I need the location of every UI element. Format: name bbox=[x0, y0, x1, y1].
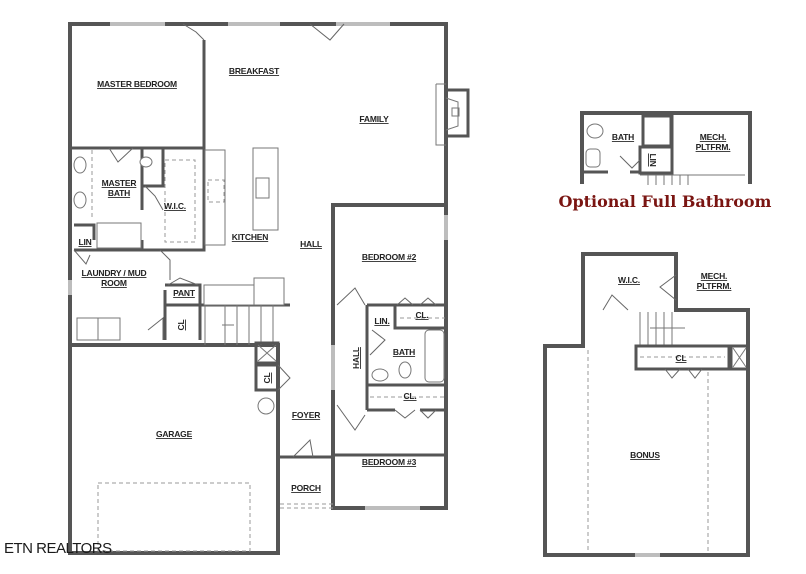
upper-stairs bbox=[639, 312, 685, 345]
label-laundry-2: ROOM bbox=[101, 278, 127, 288]
label-optional-lin: LIN bbox=[648, 153, 658, 166]
label-optional-mech-1: MECH. bbox=[700, 132, 726, 142]
kitchen-island bbox=[252, 147, 279, 231]
label-master-bedroom: MASTER BEDROOM bbox=[97, 79, 177, 89]
label-bedroom-3: BEDROOM #3 bbox=[362, 457, 417, 467]
fireplace bbox=[444, 88, 470, 138]
upper-floor-plan: W.I.C. MECH. PLTFRM. CL BONUS bbox=[543, 252, 750, 557]
label-master-bath-1: MASTER bbox=[102, 178, 137, 188]
label-pantry: PANT bbox=[173, 288, 196, 298]
bathtub bbox=[424, 329, 445, 383]
label-hall: HALL bbox=[300, 239, 322, 249]
label-linen-2: LIN. bbox=[374, 316, 389, 326]
label-foyer: FOYER bbox=[292, 410, 320, 420]
label-optional-bath: BATH bbox=[612, 132, 634, 142]
optional-bathroom-title: Optional Full Bathroom bbox=[559, 192, 772, 211]
stairs bbox=[204, 305, 274, 345]
label-bonus: BONUS bbox=[630, 450, 660, 460]
label-upper-wic: W.I.C. bbox=[618, 275, 640, 285]
label-garage: GARAGE bbox=[156, 429, 193, 439]
optional-bathroom-plan: BATH LIN MECH. PLTFRM. Optional Full Bat… bbox=[559, 111, 772, 211]
main-floor: MASTER BEDROOM BREAKFAST FAMILY MASTER B… bbox=[68, 22, 470, 555]
watermark: ETN REALTORS bbox=[4, 540, 112, 557]
water-heater bbox=[257, 397, 275, 415]
label-master-bath-2: BATH bbox=[108, 188, 130, 198]
label-upper-mech-1: MECH. bbox=[701, 271, 727, 281]
label-lin: LIN bbox=[78, 237, 91, 247]
label-closet-bed3: CL. bbox=[403, 391, 416, 401]
label-closet-bed2: CL. bbox=[415, 310, 428, 320]
label-closet-foyer: CL bbox=[262, 373, 272, 384]
main-outer-wall bbox=[68, 22, 448, 510]
label-family: FAMILY bbox=[359, 114, 389, 124]
label-kitchen: KITCHEN bbox=[232, 232, 268, 242]
label-breakfast: BREAKFAST bbox=[229, 66, 280, 76]
kitchen-counter bbox=[204, 149, 226, 246]
label-porch: PORCH bbox=[291, 483, 321, 493]
label-optional-mech-2: PLTFRM. bbox=[696, 142, 731, 152]
label-closet-laundry: CL bbox=[176, 320, 186, 331]
label-wic: W.I.C. bbox=[164, 201, 186, 211]
garage-door bbox=[97, 482, 251, 552]
optional-bath-stairs bbox=[640, 174, 745, 185]
label-bedroom-2: BEDROOM #2 bbox=[362, 252, 417, 262]
label-bath: BATH bbox=[393, 347, 415, 357]
label-upper-mech-2: PLTFRM. bbox=[697, 281, 732, 291]
label-upper-closet: CL bbox=[676, 353, 687, 363]
label-laundry-1: LAUNDRY / MUD bbox=[82, 268, 147, 278]
label-hall-vertical: HALL bbox=[351, 347, 361, 369]
